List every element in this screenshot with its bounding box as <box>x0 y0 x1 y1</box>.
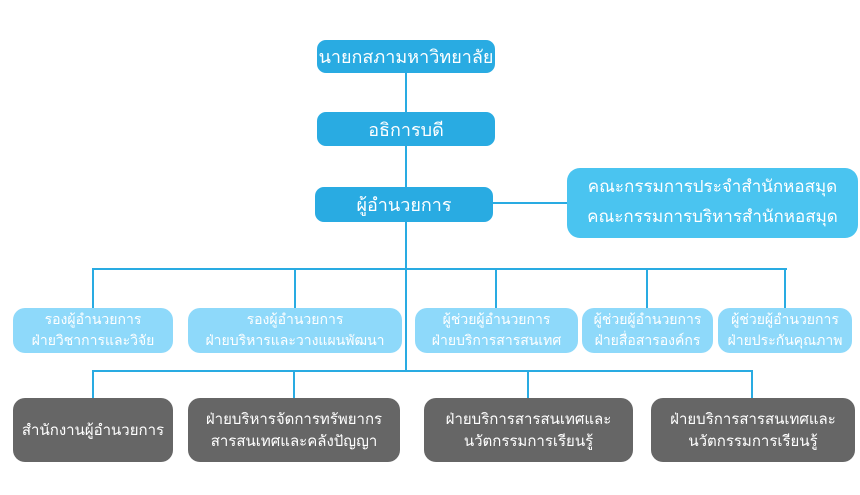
node-label-line2: ฝ่ายบริหารและวางแผนพัฒนา <box>205 332 385 349</box>
connector-bus-deputies <box>92 268 787 270</box>
node-director: ผู้อำนวยการ <box>315 187 493 222</box>
node-label-line1: ฝ่ายบริหารจัดการทรัพยากร <box>205 409 383 428</box>
connector-bus-departments <box>92 370 753 372</box>
node-label-line2: คณะกรรมการบริหารสำนักหอสมุด <box>587 207 838 227</box>
node-assistant-director-quality-assurance: ผู้ช่วยผู้อำนวยการ ฝ่ายประกันคุณภาพ <box>718 308 852 353</box>
connector-director-bus1 <box>405 222 407 269</box>
node-label-line2: ฝ่ายประกันคุณภาพ <box>727 332 843 349</box>
node-label-line2: นวัตกรรมการเรียนรู้ <box>463 432 594 450</box>
node-resource-management-department: ฝ่ายบริหารจัดการทรัพยากร สารสนเทศและคลัง… <box>188 398 400 462</box>
node-director-office: สำนักงานผู้อำนวยการ <box>13 398 173 462</box>
connector-drop-department-1 <box>92 370 94 398</box>
connector-drop-deputy-5 <box>784 268 786 308</box>
connector-director-committee <box>493 202 567 204</box>
node-label-line2: ฝ่ายวิชาการและวิจัย <box>31 332 155 349</box>
connector-drop-deputy-3 <box>495 268 497 308</box>
connector-drop-deputy-4 <box>646 268 648 308</box>
node-rector: อธิการบดี <box>317 112 495 146</box>
node-label-line1: ผู้ช่วยผู้อำนวยการ <box>731 312 839 329</box>
node-label-line1: รองผู้อำนวยการ <box>44 312 142 329</box>
node-label-line2: นวัตกรรมการเรียนรู้ <box>688 432 818 450</box>
node-assistant-director-corporate-communication: ผู้ช่วยผู้อำนวยการ ฝ่ายสื่อสารองค์กร <box>582 308 713 353</box>
node-label-line1: คณะกรรมการประจำสำนักหอสมุด <box>587 177 838 198</box>
node-label-line2: ฝ่ายสื่อสารองค์กร <box>594 332 701 349</box>
connector-council-rector <box>405 73 407 112</box>
node-label: สำนักงานผู้อำนวยการ <box>21 420 165 439</box>
node-label-line2: สารสนเทศและคลังปัญญา <box>210 432 378 450</box>
node-information-services-innovation-department-1: ฝ่ายบริการสารสนเทศและ นวัตกรรมการเรียนรู… <box>424 398 633 462</box>
node-information-services-innovation-department-2: ฝ่ายบริการสารสนเทศและ นวัตกรรมการเรียนรู… <box>651 398 855 462</box>
node-label-line1: รองผู้อำนวยการ <box>246 312 344 329</box>
connector-drop-department-2 <box>293 370 295 398</box>
node-label-line2: ฝ่ายบริการสารสนเทศ <box>431 332 562 349</box>
node-deputy-director-academic-research: รองผู้อำนวยการ ฝ่ายวิชาการและวิจัย <box>13 308 173 353</box>
node-label-line1: ผู้ช่วยผู้อำนวยการ <box>442 312 551 329</box>
node-deputy-director-admin-planning: รองผู้อำนวยการ ฝ่ายบริหารและวางแผนพัฒนา <box>188 308 402 353</box>
node-label-line1: ผู้ช่วยผู้อำนวยการ <box>593 312 702 329</box>
node-library-committees: คณะกรรมการประจำสำนักหอสมุด คณะกรรมการบริ… <box>567 168 858 238</box>
node-label: อธิการบดี <box>368 119 444 141</box>
node-label: ผู้อำนวยการ <box>356 195 452 216</box>
node-label-line1: ฝ่ายบริการสารสนเทศและ <box>670 409 836 428</box>
connector-bus1-bus2 <box>405 268 407 372</box>
node-university-council-president: นายกสภามหาวิทยาลัย <box>317 40 495 73</box>
connector-rector-director <box>405 146 407 187</box>
node-label-line1: ฝ่ายบริการสารสนเทศและ <box>445 409 612 428</box>
connector-drop-deputy-2 <box>294 268 296 308</box>
connector-drop-deputy-1 <box>92 268 94 308</box>
connector-drop-department-4 <box>751 370 753 398</box>
node-label: นายกสภามหาวิทยาลัย <box>318 47 494 68</box>
node-assistant-director-information-services: ผู้ช่วยผู้อำนวยการ ฝ่ายบริการสารสนเทศ <box>415 308 578 353</box>
connector-drop-department-3 <box>527 370 529 398</box>
